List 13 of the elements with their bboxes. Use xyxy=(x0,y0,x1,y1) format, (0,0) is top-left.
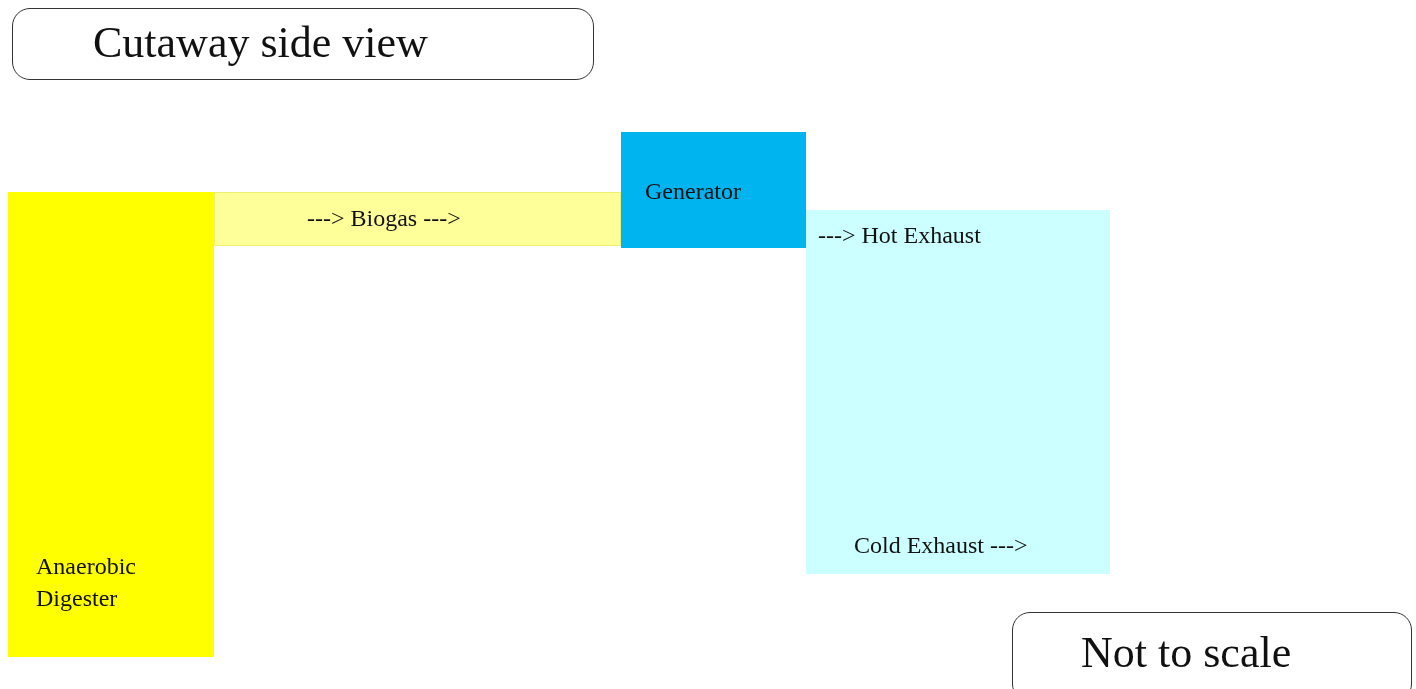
exhaust-duct xyxy=(806,210,1110,574)
heading-text: Cutaway side view xyxy=(93,17,428,68)
biogas-pipe xyxy=(214,192,621,246)
generator-label: Generator xyxy=(645,178,741,205)
exhaust-label: ---> Hot Exhaust xyxy=(818,222,981,249)
exhaust-label: Cold Exhaust ---> xyxy=(854,532,1028,559)
heading-panel xyxy=(12,8,594,80)
generator-block xyxy=(621,132,806,248)
note-panel xyxy=(1012,612,1412,689)
tank-label: Anaerobic Digester xyxy=(36,552,137,614)
digester-tank xyxy=(8,192,214,657)
note-text: Not to scale xyxy=(1081,627,1292,678)
flow-label: ---> Biogas ---> xyxy=(307,205,461,232)
